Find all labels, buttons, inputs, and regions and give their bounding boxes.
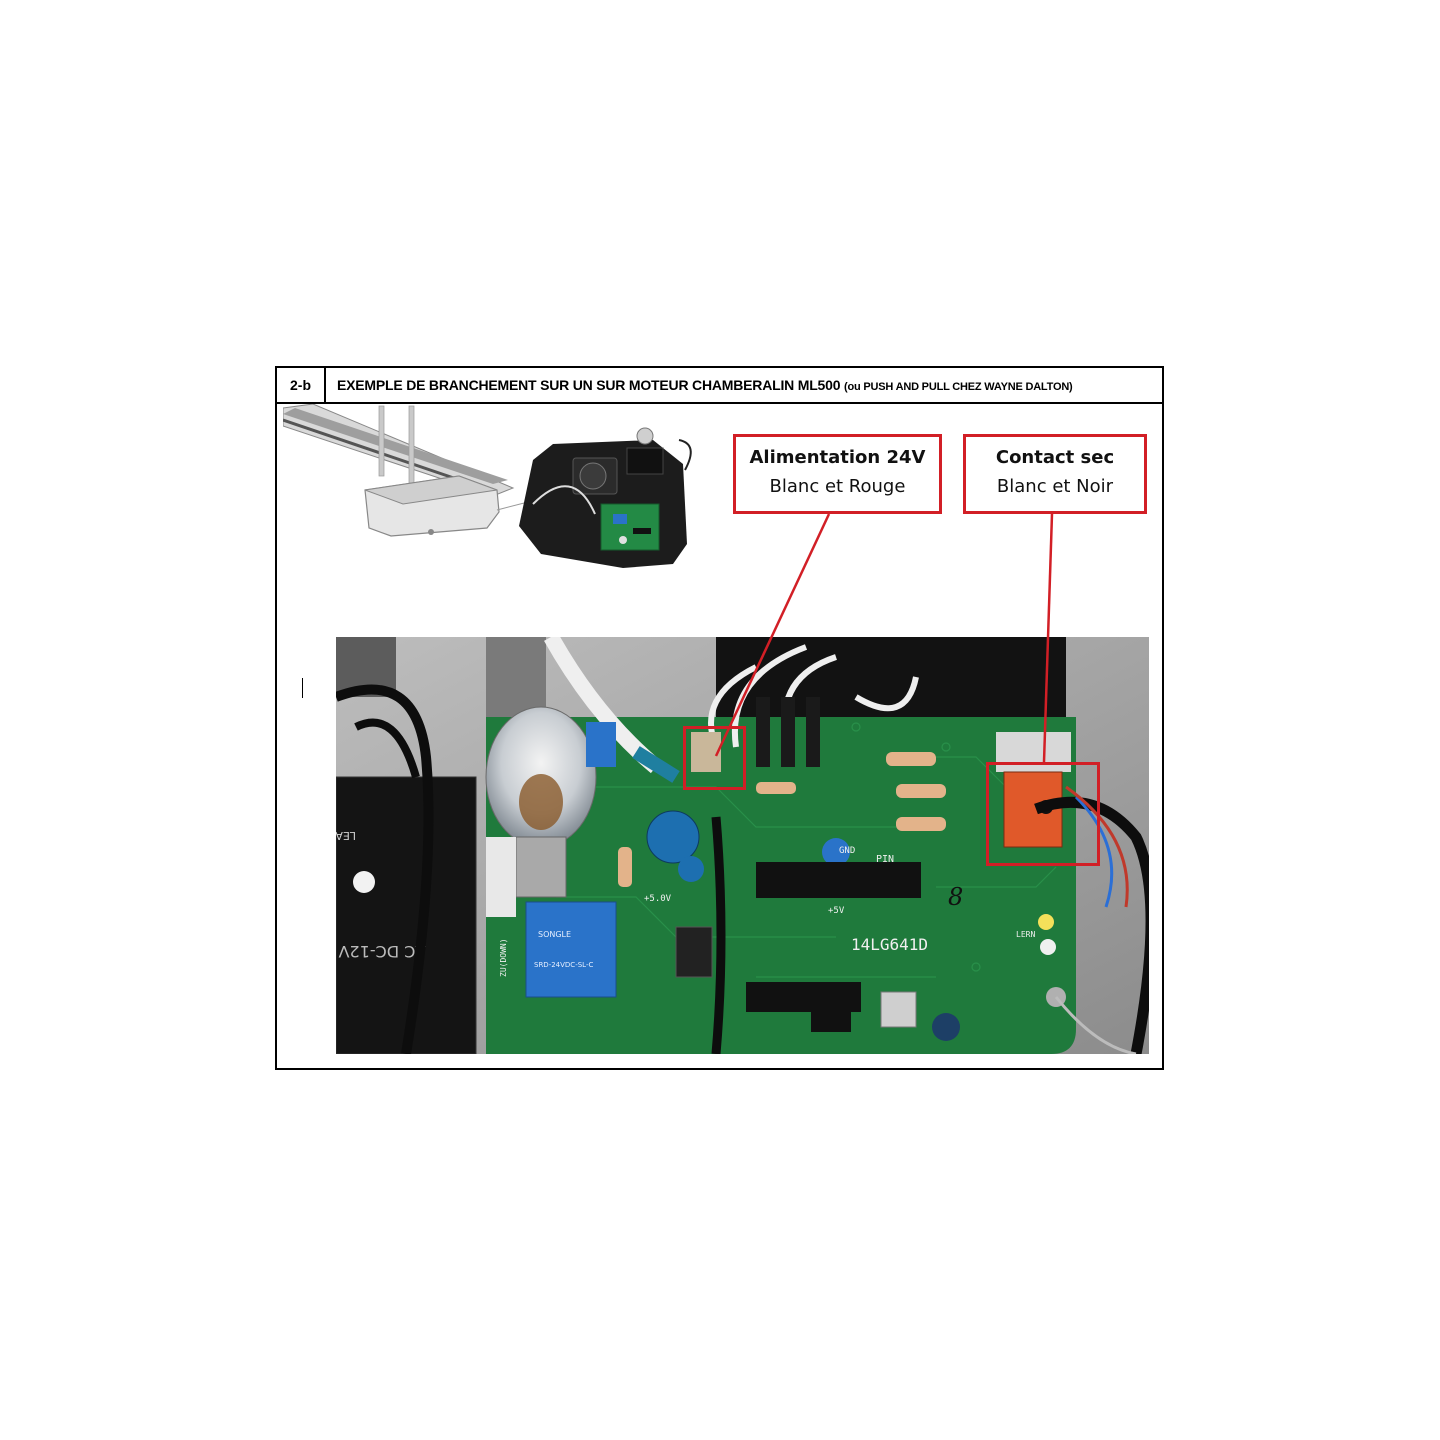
dry-contact-highlight: [986, 762, 1100, 866]
lern-label: LERN: [1016, 930, 1035, 939]
relay-model: SRD-24VDC-SL-C: [534, 961, 593, 969]
zu-down-label: ZU(DOWN): [499, 938, 508, 977]
pin-label: PIN: [876, 854, 894, 865]
step-number: 2-b: [277, 368, 326, 402]
board-id: 14LG641D: [851, 935, 928, 954]
power-callout: Alimentation 24V Blanc et Rouge: [733, 434, 942, 514]
plus5v-label: +5V: [828, 906, 845, 916]
plus5v0-label: +5.0V: [644, 894, 672, 904]
header-row: 2-b EXEMPLE DE BRANCHEMENT SUR UN SUR MO…: [277, 368, 1162, 404]
power-callout-title: Alimentation 24V: [749, 447, 926, 468]
learn-button-label: LEARN BUTTON: [336, 829, 356, 842]
relay-brand: SONGLE: [538, 930, 571, 939]
page-title: EXEMPLE DE BRANCHEMENT SUR UN SUR MOTEUR…: [337, 368, 1073, 402]
title-main: EXEMPLE DE BRANCHEMENT SUR UN SUR MOTEUR…: [337, 377, 841, 393]
power-terminal-highlight: [683, 726, 746, 790]
handwritten-mark: 8: [948, 883, 963, 911]
gnd-label: GND: [839, 846, 855, 856]
dry-contact-callout-subtitle: Blanc et Noir: [996, 476, 1114, 497]
circuit-board-photo: LEARN BUTTON AC DC-12V SONGLE SRD-24VDC-…: [336, 637, 1149, 1054]
dry-contact-callout: Contact sec Blanc et Noir: [963, 434, 1147, 514]
adapter-label: AC DC-12V: [338, 942, 426, 961]
dry-contact-callout-title: Contact sec: [995, 447, 1115, 468]
motor-sketch-illustration: [283, 404, 692, 568]
text-cursor: [302, 678, 303, 698]
power-callout-subtitle: Blanc et Rouge: [769, 476, 906, 497]
title-note: (ou PUSH AND PULL CHEZ WAYNE DALTON): [844, 381, 1073, 393]
